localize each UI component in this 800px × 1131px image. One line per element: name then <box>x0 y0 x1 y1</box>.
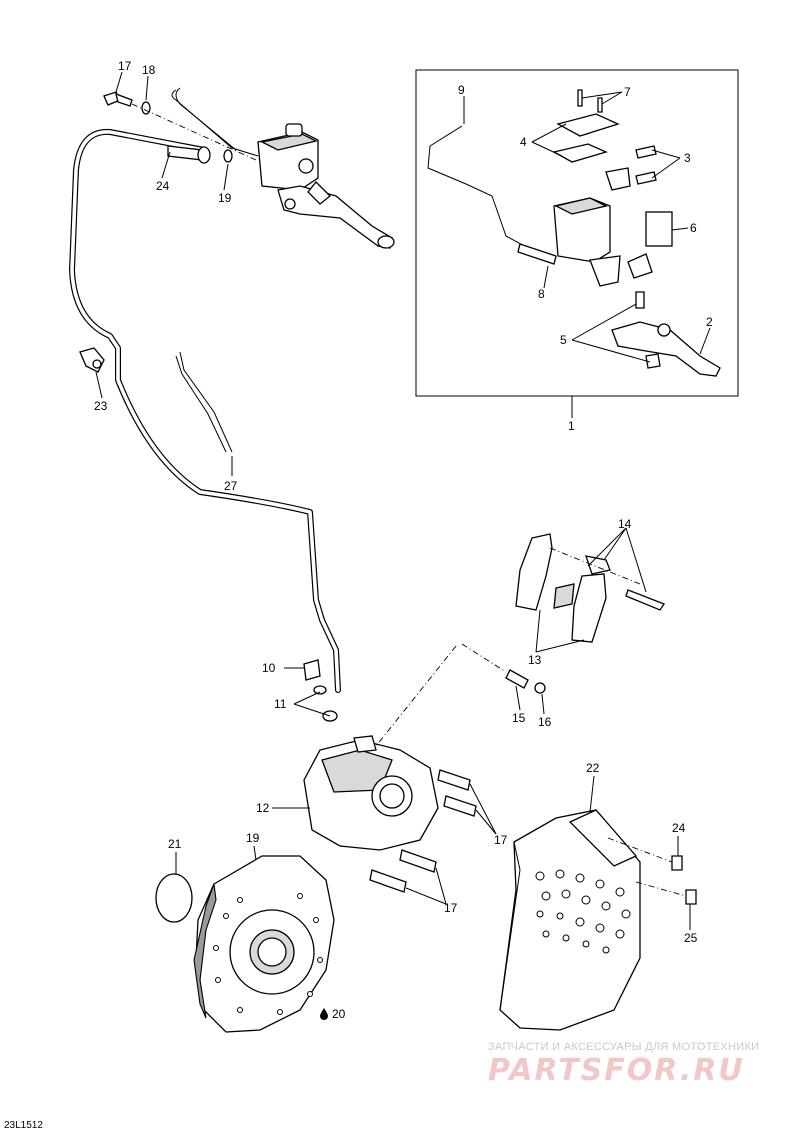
callout-18: 17 <box>118 59 132 73</box>
banjo-bolt-10 <box>303 659 338 722</box>
figure-id: 23L1512 <box>4 1120 43 1131</box>
callout-22: 21 <box>168 837 182 851</box>
banjo-bolt-18 <box>103 91 133 107</box>
callout-10: 10 <box>262 661 276 675</box>
callout-11: 11 <box>274 697 287 711</box>
callout-24-upper: 24 <box>672 821 686 835</box>
callout-labels: 17 18 19 24 23 27 9 7 4 3 6 8 5 2 1 14 1… <box>94 59 713 1021</box>
callout-16: 16 <box>538 715 552 729</box>
callout-8: 8 <box>538 287 545 301</box>
callout-9: 9 <box>458 83 465 97</box>
grease-drop-21 <box>320 1008 328 1020</box>
brake-caliper <box>303 645 477 893</box>
callout-15: 15 <box>512 711 526 725</box>
master-cylinder-detail-box <box>415 69 739 397</box>
leader-lines <box>95 71 711 930</box>
washer-19-bottom <box>223 149 233 163</box>
washer-19-top <box>141 101 151 115</box>
callout-3: 3 <box>684 151 691 165</box>
callout-27: 27 <box>224 479 238 493</box>
callout-19-bottom: 19 <box>218 191 232 205</box>
callout-7: 7 <box>624 85 631 99</box>
callout-21: 20 <box>332 1007 346 1021</box>
master-cylinder-assembled <box>171 87 395 249</box>
callout-14: 14 <box>618 517 632 531</box>
callout-25: 23 <box>94 399 108 413</box>
callout-1: 1 <box>568 419 575 433</box>
callout-17-upper: 17 <box>494 833 508 847</box>
callout-6: 6 <box>690 221 697 235</box>
callout-12: 12 <box>256 801 270 815</box>
callout-4: 4 <box>520 135 527 149</box>
bleeder-valve <box>505 669 546 694</box>
callout-17-lower: 17 <box>444 901 458 915</box>
callout-26: 24 <box>156 179 170 193</box>
hose-sleeve-27 <box>175 351 233 453</box>
disc-guard <box>499 809 697 1031</box>
callout-23: 22 <box>586 761 600 775</box>
hose-clip-25 <box>79 347 105 373</box>
callout-19-top: 18 <box>142 63 156 77</box>
o-ring-22 <box>155 873 193 923</box>
watermark-brand: PARTSFOR.RU <box>488 1053 745 1088</box>
brake-pads <box>515 533 665 643</box>
exploded-master-cylinder <box>427 89 721 377</box>
callout-5: 5 <box>560 333 567 347</box>
callout-2: 2 <box>706 315 713 329</box>
watermark-tagline: ЗАПЧАСТИ И АКСЕССУАРЫ ДЛЯ МОТОТЕХНИКИ <box>488 1041 759 1053</box>
callout-20: 19 <box>246 831 260 845</box>
callout-13: 13 <box>528 653 542 667</box>
brake-disc <box>193 855 335 1033</box>
brake-hose <box>69 128 341 693</box>
callout-24-lower: 25 <box>684 931 698 945</box>
